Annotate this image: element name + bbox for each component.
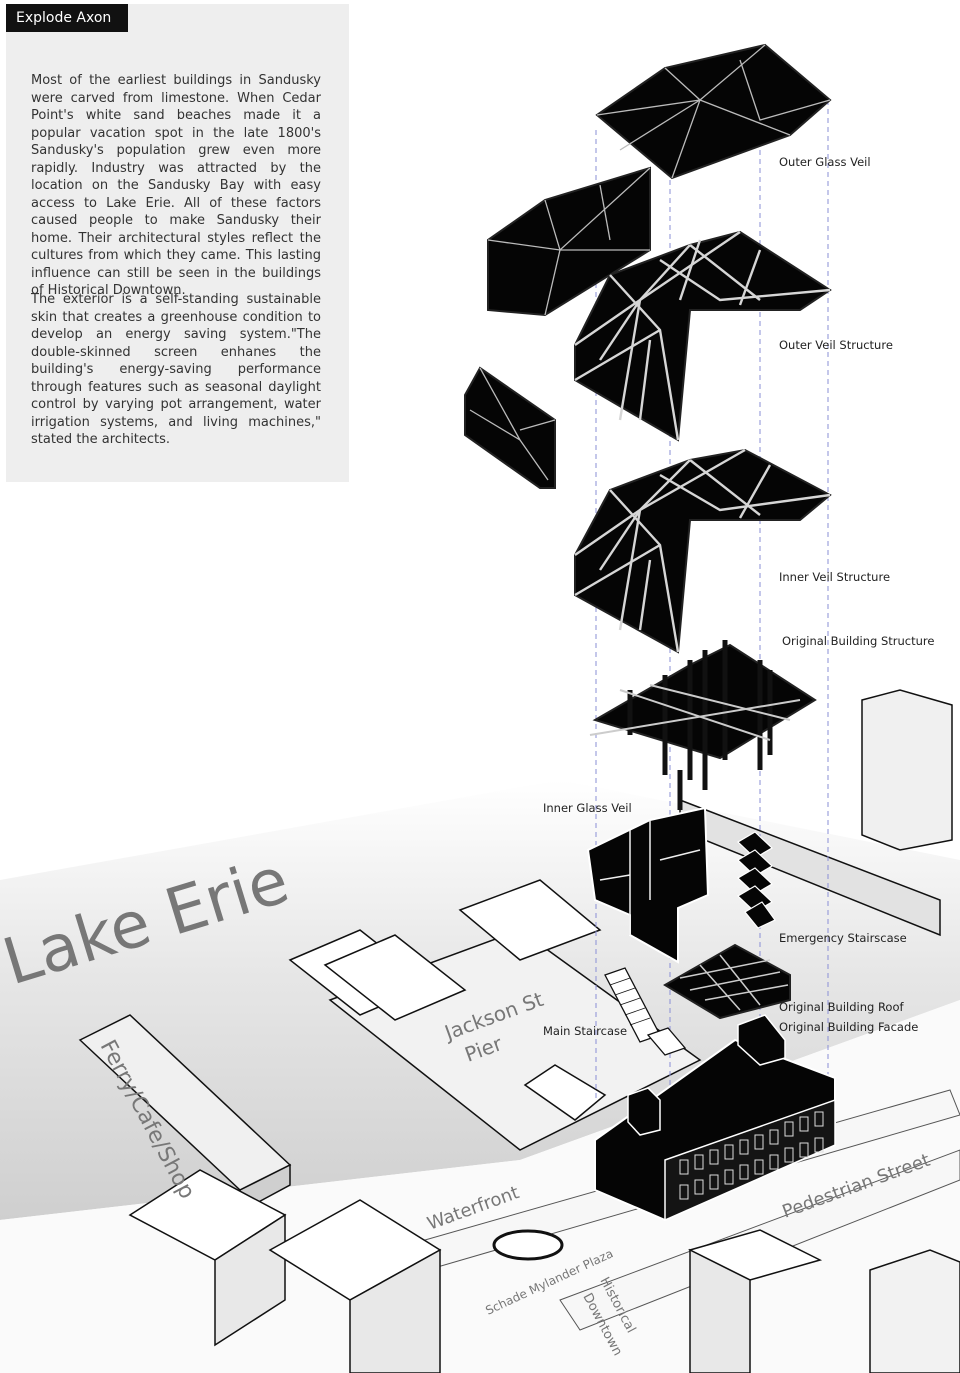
label-inner-glass-veil: Inner Glass Veil [543, 801, 632, 815]
text-panel: Most of the earliest buildings in Sandus… [6, 4, 349, 482]
label-emergency-staircase: Emergency Stairscase [779, 931, 907, 945]
block-front-mid-side [349, 1248, 441, 1373]
label-outer-veil-structure: Outer Veil Structure [779, 338, 893, 352]
outer-veil-structure [574, 230, 832, 442]
pier-kiosk [523, 1064, 607, 1121]
inner-veil-structure [574, 448, 832, 654]
panel-title: Explode Axon [6, 4, 128, 32]
label-inner-veil-structure: Inner Veil Structure [779, 570, 890, 584]
original-building-structure [589, 640, 817, 810]
main-staircase [604, 967, 687, 1056]
label-original-building-roof: Original Building Roof [779, 1000, 905, 1014]
block-front-left-side [214, 1213, 286, 1347]
label-original-building-structure: Original Building Structure [782, 634, 934, 648]
block-far-right [869, 1249, 960, 1373]
facade-windows [679, 1111, 824, 1200]
label-main-staircase: Main Staircase [543, 1024, 627, 1038]
guide-lines [595, 60, 829, 1150]
exterior-paragraph: The exterior is a self-standing sustaina… [31, 292, 321, 447]
block-front-right-side [689, 1248, 751, 1373]
original-building-massing [594, 1014, 836, 1222]
outer-glass-veil-top [595, 43, 832, 180]
label-original-building-facade: Original Building Facade [779, 1020, 918, 1034]
pier-block-2 [323, 934, 467, 1021]
outer-glass-veil-left [487, 166, 651, 317]
original-building-roof [663, 943, 791, 1020]
block-tower-right [861, 689, 953, 851]
outer-glass-veil-side [464, 366, 556, 489]
intro-paragraph: Most of the earliest buildings in Sandus… [31, 73, 321, 298]
inner-glass-veil [586, 806, 710, 964]
pier-block-3 [458, 879, 602, 961]
label-outer-glass-veil: Outer Glass Veil [779, 155, 871, 169]
plaza-ring [492, 1229, 564, 1261]
emergency-staircase [737, 831, 776, 929]
